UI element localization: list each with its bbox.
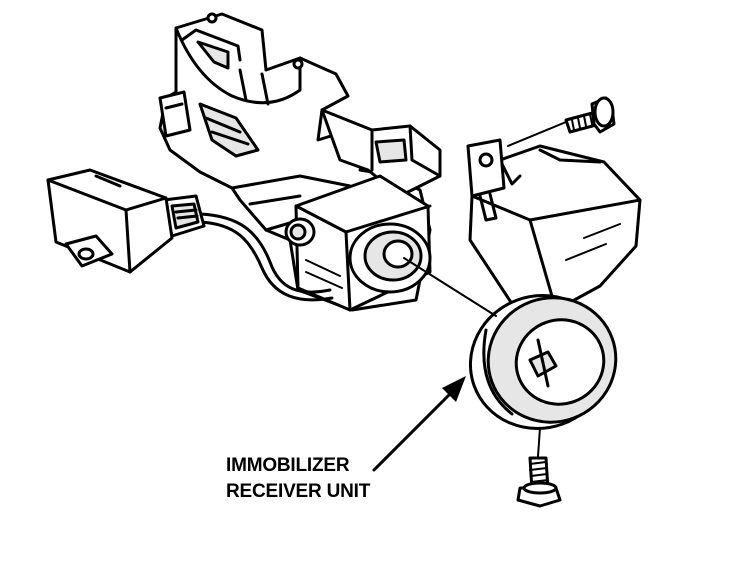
immobilizer-receiver-ring <box>468 294 618 430</box>
steering-lock-housing <box>158 12 442 312</box>
callout-arrow <box>372 376 466 472</box>
control-module-box <box>46 168 174 274</box>
assembly-lines <box>403 121 567 457</box>
callout-label-line2: RECEIVER UNIT <box>226 481 371 502</box>
wire-harness <box>198 212 334 302</box>
mounting-screw-lower <box>516 456 562 508</box>
receiver-module-body <box>466 138 642 318</box>
mounting-bolt-upper <box>564 96 616 134</box>
callout-label-line1: IMMOBILIZER <box>226 455 350 476</box>
